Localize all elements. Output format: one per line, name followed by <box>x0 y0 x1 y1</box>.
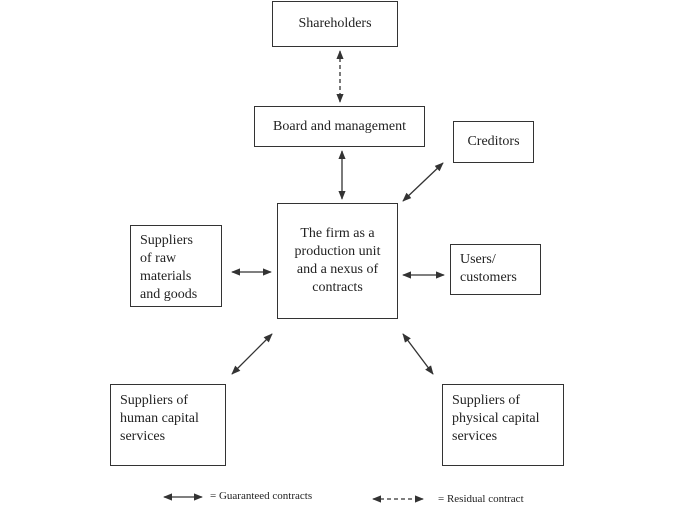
raw-materials-suppliers-box: Suppliers of raw materials and goods <box>130 225 222 307</box>
shareholders-box: Shareholders <box>272 1 398 47</box>
human-capital-firm-arrow <box>231 333 273 375</box>
creditors-firm-arrow <box>402 162 444 202</box>
creditors-label: Creditors <box>467 134 520 149</box>
firm-label: The firm as a production unit and a nexu… <box>294 226 381 295</box>
legend-guaranteed-label: = Guaranteed contracts <box>210 490 313 502</box>
creditors-box: Creditors <box>453 121 534 163</box>
shareholders-label: Shareholders <box>298 16 372 31</box>
board-and-management-label: Board and management <box>273 118 406 134</box>
raw-materials-suppliers-label: Suppliers of raw materials and goods <box>140 233 198 302</box>
users-customers-box: Users/ customers <box>450 244 541 295</box>
board-and-management-box: Board and management <box>254 106 425 147</box>
firm-box: The firm as a production unit and a nexu… <box>277 203 398 319</box>
physical-capital-suppliers-box: Suppliers of physical capital services <box>442 384 564 466</box>
human-capital-suppliers-box: Suppliers of human capital services <box>110 384 226 466</box>
human-capital-suppliers-label: Suppliers of human capital services <box>120 393 199 444</box>
physical-capital-suppliers-label: Suppliers of physical capital services <box>452 393 540 444</box>
physical-capital-firm-arrow <box>402 333 434 375</box>
users-customers-label: Users/ customers <box>460 252 517 285</box>
legend-residual-label: = Residual contract <box>438 493 524 505</box>
